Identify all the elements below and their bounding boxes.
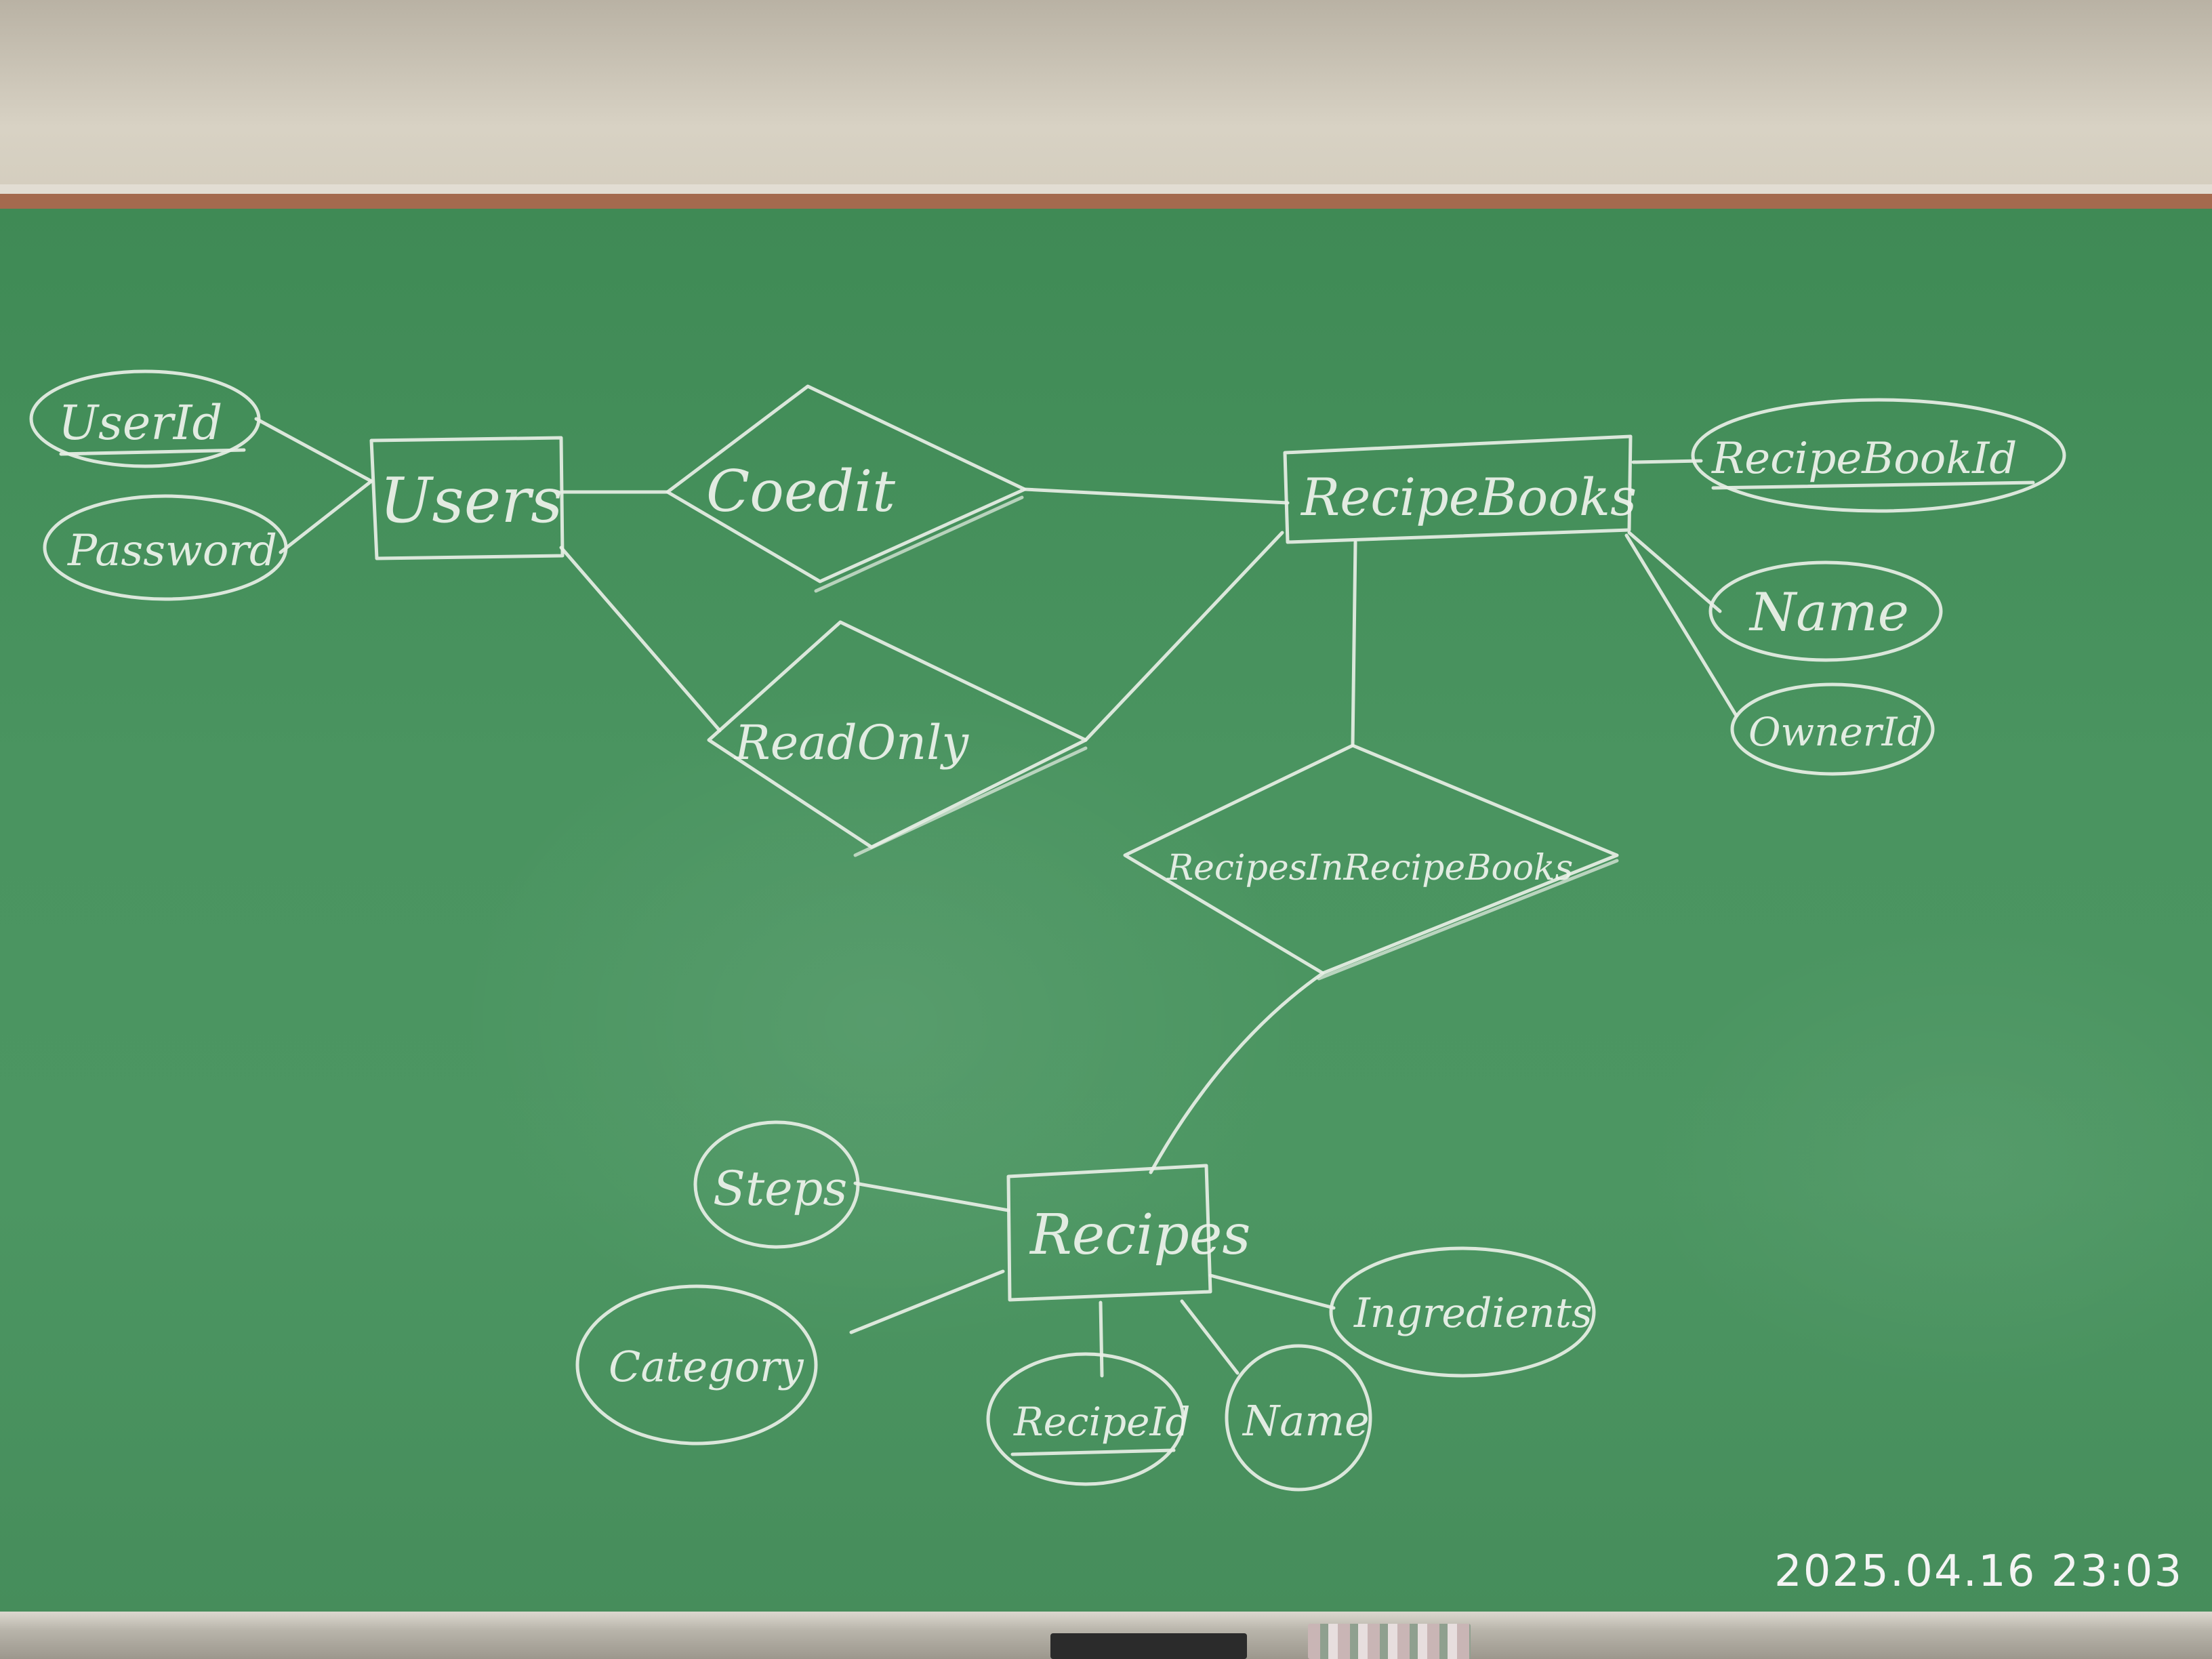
- attribute-book-name: Name: [1708, 560, 1943, 662]
- attribute-recipe-name-label: Name: [1242, 1396, 1370, 1446]
- line-category-recipes: [849, 1269, 1005, 1334]
- relationship-recipesinrecipebooks-label: RecipesInRecipeBooks: [1166, 848, 1573, 888]
- photo-timestamp: 2025.04.16 23:03: [1774, 1547, 2184, 1597]
- line-recipebooks-ownerid: [1624, 533, 1738, 718]
- attribute-steps-label: Steps: [713, 1161, 847, 1216]
- attribute-ingredients: Ingredients: [1329, 1246, 1596, 1378]
- line-userid-users: [254, 417, 373, 483]
- relationship-coedit-label: Coedit: [706, 458, 895, 525]
- chalk-box: [1308, 1624, 1471, 1659]
- attribute-userid-label: UserId: [58, 395, 222, 451]
- attribute-ownerid: OwnerId: [1730, 682, 1935, 776]
- attribute-password-label: Password: [67, 526, 277, 576]
- attribute-recipeid: RecipeId: [986, 1352, 1191, 1486]
- attribute-book-name-label: Name: [1748, 582, 1909, 643]
- attribute-ingredients-label: Ingredients: [1353, 1290, 1593, 1337]
- connector-lines: [254, 417, 1738, 1378]
- relationship-coedit: Coedit: [665, 384, 1027, 593]
- entity-recipes: Recipes: [1006, 1164, 1251, 1302]
- attribute-recipe-name: Name: [1225, 1344, 1372, 1492]
- entity-users-label: Users: [380, 464, 562, 537]
- line-recipesin-recipes: [1149, 971, 1325, 1174]
- entity-recipes-label: Recipes: [1029, 1203, 1251, 1267]
- attribute-category-label: Category: [609, 1342, 804, 1391]
- relationship-readonly-label: ReadOnly: [733, 715, 970, 771]
- attribute-recipebookid: RecipeBookId: [1691, 398, 2066, 513]
- attribute-recipebookid-label: RecipeBookId: [1711, 434, 2017, 484]
- attribute-category: Category: [575, 1284, 818, 1446]
- line-password-users: [279, 479, 373, 554]
- attribute-userid: UserId: [29, 369, 261, 468]
- line-recipebooks-recipebookid: [1631, 459, 1703, 464]
- line-coedit-recipebooks: [1023, 487, 1290, 505]
- line-recipes-recipeid: [1099, 1300, 1104, 1378]
- line-recipes-ingredients: [1208, 1273, 1336, 1310]
- line-readonly-recipebooks: [1084, 531, 1284, 742]
- line-recipes-name: [1180, 1299, 1240, 1375]
- entity-recipebooks-label: RecipeBooks: [1300, 467, 1637, 527]
- line-users-readonly: [559, 546, 722, 733]
- relationship-readonly: ReadOnly: [707, 620, 1088, 857]
- attribute-recipeid-label: RecipeId: [1013, 1399, 1191, 1445]
- line-recipebooks-name: [1627, 531, 1722, 613]
- attribute-ownerid-label: OwnerId: [1748, 709, 1923, 755]
- board-frame-trim: [0, 184, 2212, 194]
- attribute-steps: Steps: [693, 1120, 860, 1249]
- attribute-password: Password: [43, 494, 288, 601]
- relationship-recipesinrecipebooks: RecipesInRecipeBooks: [1123, 743, 1619, 981]
- board-eraser: [1050, 1633, 1247, 1659]
- line-steps-recipes: [853, 1181, 1010, 1212]
- entity-recipebooks: RecipeBooks: [1283, 434, 1637, 544]
- line-recipebooks-recipesin: [1351, 540, 1357, 747]
- chalkboard: [0, 209, 2212, 1612]
- entity-users: Users: [369, 436, 565, 560]
